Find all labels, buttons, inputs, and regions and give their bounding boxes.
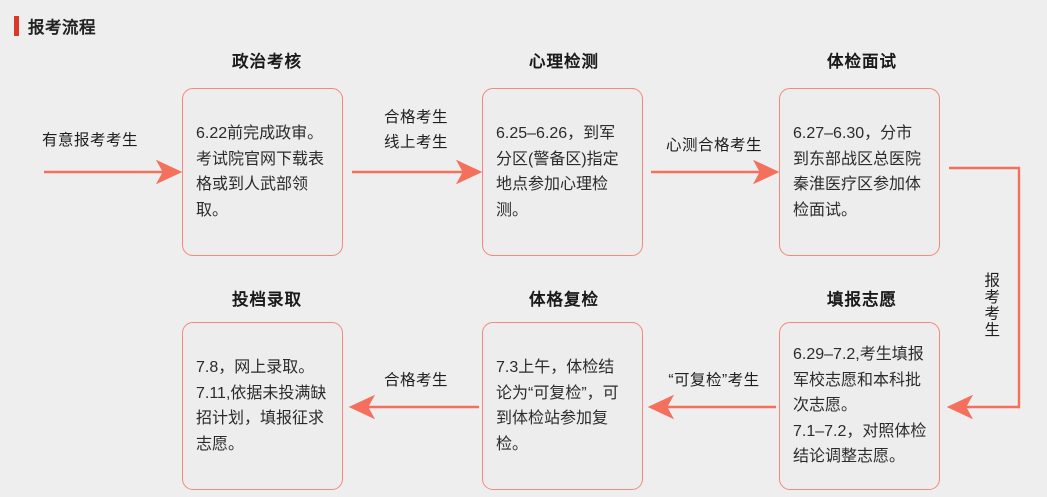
step-body-political-review: 6.22前完成政审。 考试院官网下载表格或到人武部领取。: [196, 125, 325, 219]
step-title-medical-recheck: 体格复检: [529, 291, 599, 309]
step-title-psych-test: 心理检测: [529, 53, 599, 71]
connector-label-step2-to-step3: 心测合格考生: [665, 137, 762, 154]
connector-label-step3-to-step4: 报考考生: [982, 272, 1000, 338]
step-box-psych-test[interactable]: 6.25–6.26，到军分区(警备区)指定地点参加心理检测。: [482, 88, 643, 256]
step-box-political-review[interactable]: 6.22前完成政审。 考试院官网下载表格或到人武部领取。: [182, 88, 343, 256]
page-title: 报考流程: [28, 19, 96, 37]
step-body-admission: 7.8，网上录取。 7.11,依据未投满缺招计划，填报征求志愿。: [196, 359, 327, 453]
step-body-fill-application: 6.29–7.2,考生填报军校志愿和本科批次志愿。 7.1–7.2，对照体检结论…: [793, 346, 927, 466]
header-accent-bar: [14, 16, 19, 36]
step-box-medical-interview[interactable]: 6.27–6.30，分市到东部战区总医院秦淮医疗区参加体检面试。: [779, 88, 940, 256]
connector-label-step1-to-step2: 合格考生 线上考生: [383, 109, 448, 151]
step-box-admission[interactable]: 7.8，网上录取。 7.11,依据未投满缺招计划，填报征求志愿。: [182, 322, 343, 490]
connector-label-step5-to-step6: 合格考生: [383, 372, 448, 389]
step-title-political-review: 政治考核: [232, 53, 302, 71]
step-box-medical-recheck[interactable]: 7.3上午，体检结论为“可复检”，可到体检站参加复检。: [482, 322, 643, 490]
step-box-fill-application[interactable]: 6.29–7.2,考生填报军校志愿和本科批次志愿。 7.1–7.2，对照体检结论…: [779, 322, 940, 490]
step-body-medical-recheck: 7.3上午，体检结论为“可复检”，可到体检站参加复检。: [496, 359, 619, 453]
connector-label-entry: 有意报考考生: [41, 132, 138, 149]
page-header: 报考流程: [14, 14, 96, 38]
step-title-fill-application: 填报志愿: [827, 291, 897, 309]
step-body-psych-test: 6.25–6.26，到军分区(警备区)指定地点参加心理检测。: [496, 125, 619, 219]
step-body-medical-interview: 6.27–6.30，分市到东部战区总医院秦淮医疗区参加体检面试。: [793, 125, 922, 219]
step-title-medical-interview: 体检面试: [827, 53, 897, 71]
connector-label-step4-to-step5: “可复检”考生: [668, 372, 760, 389]
step-title-admission: 投档录取: [232, 291, 302, 309]
